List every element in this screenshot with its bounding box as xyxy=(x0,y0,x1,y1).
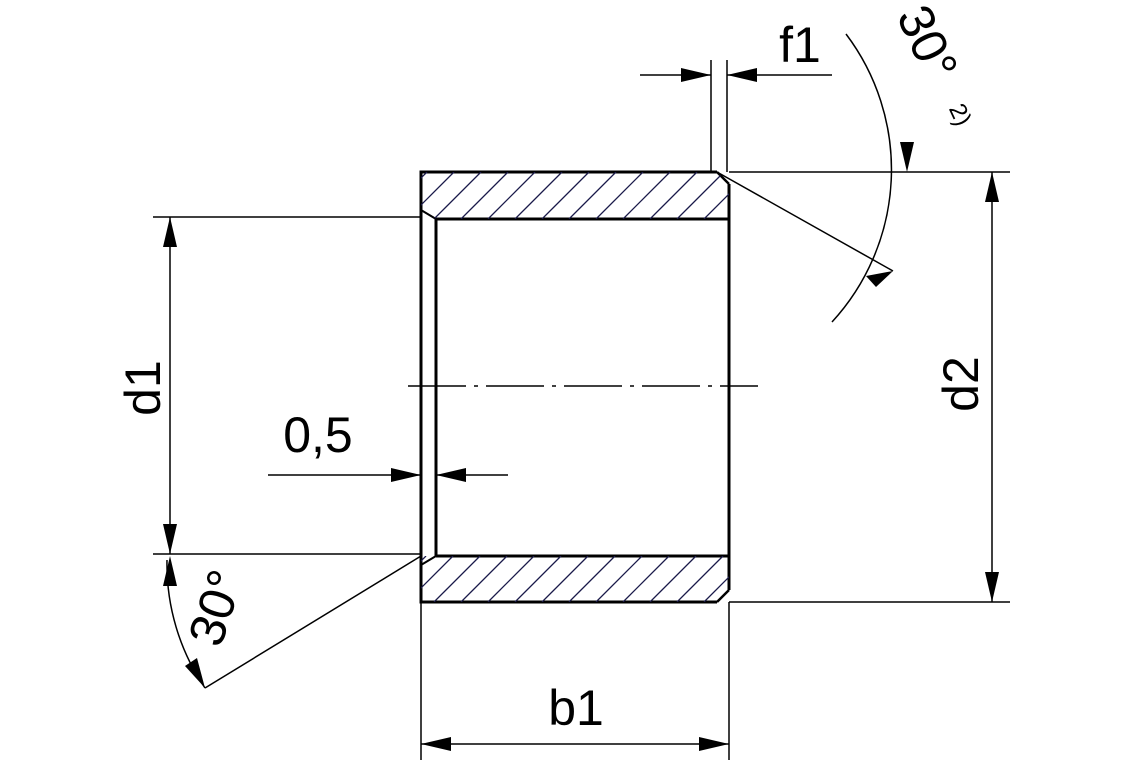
hatch-line xyxy=(595,556,643,602)
hatch-line xyxy=(649,556,697,602)
bore-chamfer-bottom xyxy=(420,555,437,566)
top-angle-dimension xyxy=(716,33,914,323)
extension-lines xyxy=(153,60,1010,760)
hatch-top xyxy=(421,172,805,219)
hatch-line xyxy=(487,556,535,602)
chamfer-dimension xyxy=(268,468,508,482)
bushing-section xyxy=(419,170,731,604)
hatch-line xyxy=(433,556,481,602)
d1-label: d1 xyxy=(115,360,171,416)
outer-chamfer-bottom xyxy=(716,589,730,603)
bottom-angle-dimension xyxy=(163,555,422,689)
hatch-line xyxy=(541,172,590,219)
d1-dimension xyxy=(163,217,177,554)
hatch-line xyxy=(568,556,616,602)
d2-dimension xyxy=(985,172,999,602)
hatch-line xyxy=(514,556,562,602)
hatch-line xyxy=(758,172,805,219)
hatch-line xyxy=(731,172,778,219)
d2-label: d2 xyxy=(933,356,989,412)
hatch-line xyxy=(421,172,455,219)
top-angle-label: 30° xyxy=(886,0,969,89)
outer-chamfer-top xyxy=(716,171,730,185)
outer-contour xyxy=(419,170,717,604)
hatch-line xyxy=(487,172,536,219)
hatch-line xyxy=(460,172,509,219)
hatch-line xyxy=(703,172,729,219)
hatch-bottom xyxy=(421,556,804,602)
bore-chamfer-top xyxy=(420,209,437,220)
top-angle-note: 2) xyxy=(943,99,976,130)
hatch-line xyxy=(649,172,698,219)
hatch-line xyxy=(433,172,482,219)
chamfer-label: 0,5 xyxy=(283,407,353,463)
hatch-line xyxy=(676,556,724,602)
hatch-line xyxy=(568,172,617,219)
b1-dimension xyxy=(421,737,729,751)
hatch-line xyxy=(514,172,563,219)
hatch-line xyxy=(622,172,671,219)
hatch-line xyxy=(676,172,725,219)
hatch-line xyxy=(703,556,729,602)
hatch-line xyxy=(622,556,670,602)
b1-label: b1 xyxy=(548,680,604,736)
f1-label: f1 xyxy=(779,17,821,73)
bottom-angle-label: 30° xyxy=(178,563,255,652)
hatch-line xyxy=(758,556,804,602)
hatch-line xyxy=(595,172,644,219)
hatch-line xyxy=(731,556,777,602)
hatch-line xyxy=(541,556,589,602)
hatch-line xyxy=(421,556,454,602)
hatch-line xyxy=(460,556,508,602)
hatch-line xyxy=(421,556,427,602)
f1-dimension xyxy=(640,68,832,82)
